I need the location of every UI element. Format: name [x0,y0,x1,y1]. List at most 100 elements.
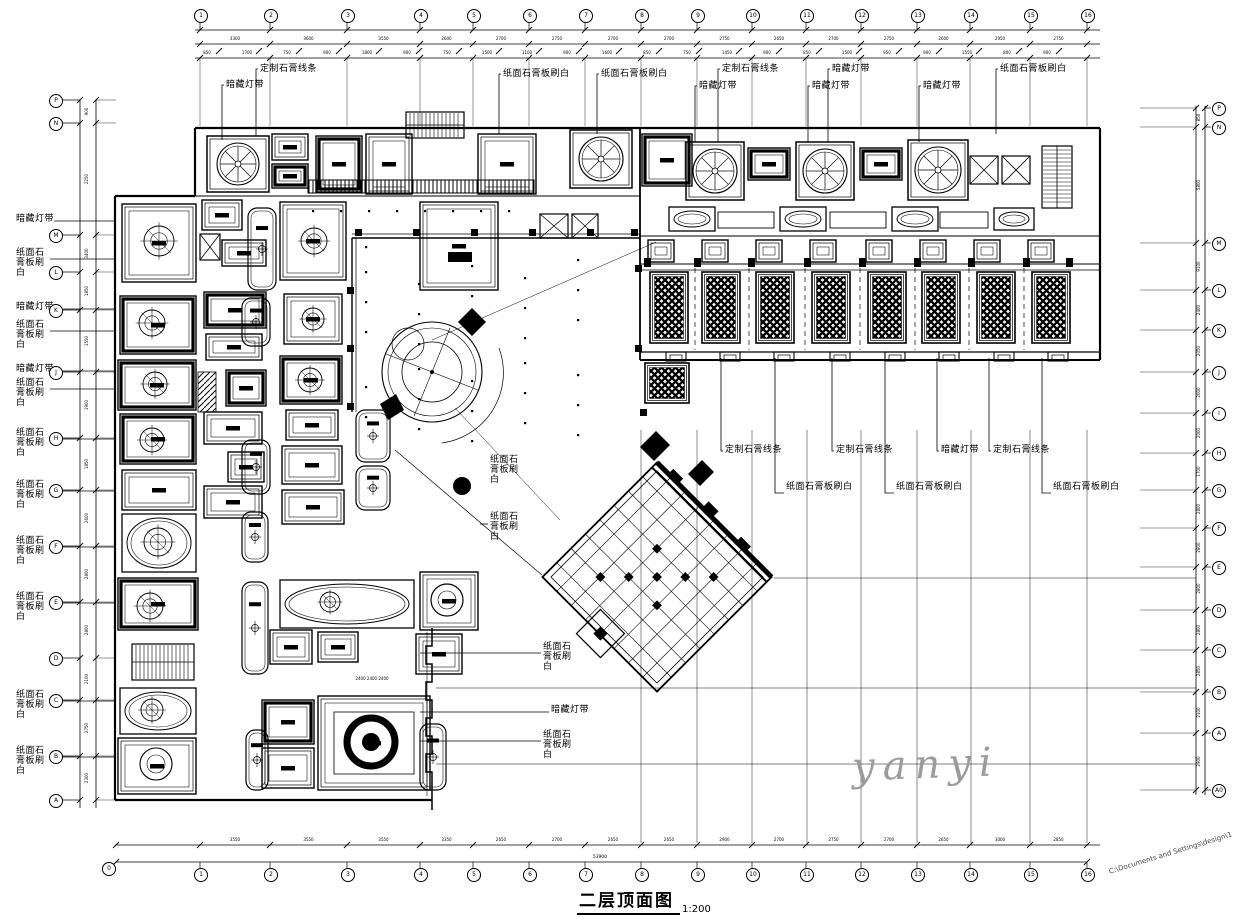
annotation-right-3: 纸面石膏板刷白 [896,482,963,492]
svg-text:3600: 3600 [303,36,314,41]
grid-bubble-top-14: 14 [964,9,978,23]
annotation-left-2: 暗藏灯带 [16,302,55,312]
svg-text:2700: 2700 [884,837,895,842]
grid-bubble-left-6: J [49,366,63,380]
grid-bubble-bottom-3: 3 [341,868,355,882]
svg-text:1550: 1550 [962,50,973,55]
grid-bubble-left-1: P [49,94,63,108]
svg-text:2950: 2950 [995,36,1006,41]
grid-bubble-left-12: C [49,694,63,708]
svg-text:3550: 3550 [378,837,389,842]
annotation-right-6: 纸面石膏板刷白 [1053,482,1120,492]
svg-text:900: 900 [403,50,411,55]
svg-text:1500: 1500 [482,50,493,55]
grid-bubble-bottom-2: 2 [264,868,278,882]
svg-text:2700: 2700 [828,36,839,41]
annotation-left-3: 纸面石膏板刷白 [16,320,45,350]
svg-text:850: 850 [1196,113,1201,121]
svg-text:900: 900 [323,50,331,55]
svg-text:2850: 2850 [1053,837,1064,842]
grid-bubble-right-14: B [1212,686,1226,700]
grid-bubble-top-6: 6 [523,9,537,23]
grid-bubble-right-1: P [1212,102,1226,116]
grid-bubble-left-5: K [49,304,63,318]
grid-bubble-top-5: 5 [467,9,481,23]
svg-text:2800: 2800 [1196,542,1201,553]
svg-text:900: 900 [84,107,89,115]
grid-bubble-top-10: 10 [746,9,760,23]
grid-bubble-bottom-13: 13 [911,868,925,882]
annotation-right-4: 暗藏灯带 [941,445,980,455]
grid-bubble-bottom-14: 14 [964,868,978,882]
svg-text:2750: 2750 [828,837,839,842]
annotation-top-8: 纸面石膏板刷白 [1000,64,1067,74]
ceiling-rooms: 2400 2400 2400 [117,111,1073,795]
annotation-top-1: 定制石膏线条 [260,64,318,74]
grid-bubble-top-15: 15 [1024,9,1038,23]
skylight-grid [394,431,774,693]
grid-bubble-left-13: B [49,750,63,764]
annotation-top-6: 暗藏灯带 [832,64,871,74]
svg-text:2800: 2800 [1196,624,1201,635]
svg-text:1100: 1100 [522,50,533,55]
grid-bubble-right-11: E [1212,561,1226,575]
grid-bubble-top-12: 12 [855,9,869,23]
annotation-left-10: 纸面石膏板刷白 [16,690,45,720]
svg-text:2800: 2800 [1196,583,1201,594]
grid-bubble-top-9: 9 [691,9,705,23]
svg-text:2400: 2400 [1196,304,1201,315]
svg-text:2600: 2600 [938,36,949,41]
annotation-center-2: 纸面石膏板刷白 [543,642,572,672]
annotation-top-5: 定制石膏线条 [722,64,780,74]
grid-bubble-top-3: 3 [341,9,355,23]
svg-text:1450: 1450 [722,50,733,55]
grid-bubble-bottom-10: 10 [746,868,760,882]
svg-text:2750: 2750 [884,36,895,41]
grid-bubble-left-11: D [49,652,63,666]
svg-text:3550: 3550 [378,36,389,41]
grid-bubble-left-3: M [49,229,63,243]
svg-text:2650: 2650 [664,837,675,842]
svg-text:53900: 53900 [593,854,607,860]
svg-text:2850: 2850 [1196,665,1201,676]
grid-bubble-right-10: F [1212,522,1226,536]
svg-text:2800: 2800 [84,624,89,635]
svg-text:3300: 3300 [230,36,241,41]
svg-text:2900: 2900 [719,837,730,842]
annotation-center-3: 暗藏灯带 [551,705,590,715]
grid-bubble-right-3: M [1212,237,1226,251]
grid-bubble-right-6: J [1212,366,1226,380]
grid-bubble-left-14: A [49,794,63,808]
annotation-top-7: 暗藏灯带 [812,81,851,91]
svg-text:850: 850 [803,50,811,55]
svg-text:800: 800 [1003,50,1011,55]
svg-text:2600: 2600 [441,36,452,41]
svg-text:2750: 2750 [719,36,730,41]
grid-bubble-bottom-7: 7 [579,868,593,882]
svg-text:2650: 2650 [496,837,507,842]
annotation-center-0: 纸面石膏板刷白 [490,455,519,485]
svg-text:850: 850 [643,50,651,55]
svg-text:3550: 3550 [230,837,241,842]
grid-bubble-bottom-11: 11 [800,868,814,882]
svg-text:1700: 1700 [242,50,253,55]
svg-text:2250: 2250 [84,173,89,184]
svg-text:3400: 3400 [84,248,89,259]
svg-text:2750: 2750 [1053,36,1064,41]
svg-text:2000: 2000 [1196,427,1201,438]
grid-bubble-right-16: A0 [1212,784,1226,798]
svg-text:2300: 2300 [84,772,89,783]
svg-text:1550: 1550 [84,335,89,346]
annotation-center-1: 纸面石膏板刷白 [490,512,519,542]
grid-bubble-bottom-origin: 0 [102,862,116,876]
annotation-right-2: 定制石膏线条 [836,445,894,455]
svg-text:2050: 2050 [1196,345,1201,356]
svg-text:950: 950 [883,50,891,55]
svg-text:2650: 2650 [938,837,949,842]
grid-bubble-left-7: H [49,432,63,446]
annotation-top-3: 纸面石膏板刷白 [601,69,668,79]
grid-bubble-bottom-16: 16 [1081,868,1095,882]
drawing-scale: 1:200 [682,904,711,915]
